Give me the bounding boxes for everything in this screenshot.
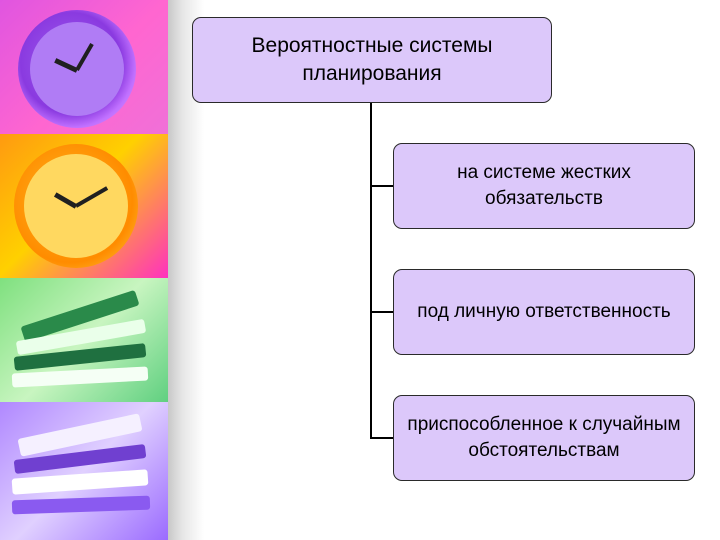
root-node: Вероятностные системы планирования [192, 17, 552, 103]
root-node-label: Вероятностные системы планирования [251, 33, 493, 85]
connector-branch-2 [370, 311, 393, 313]
connector-trunk [370, 103, 372, 438]
child-node-label: под личную ответственность [417, 301, 671, 323]
connector-branch-1 [370, 185, 393, 187]
connector-branch-3 [370, 437, 393, 439]
child-node-3: приспособленное к случайным обстоятельст… [393, 395, 695, 481]
child-node-label: на системе жестких обязательств [457, 162, 631, 209]
child-node-2: под личную ответственность [393, 269, 695, 355]
clock-icon [14, 144, 138, 268]
clock-icon [18, 10, 136, 128]
purple-clock-image [0, 0, 168, 134]
orange-clock-image [0, 134, 168, 278]
purple-books-image [0, 402, 168, 540]
child-node-label: приспособленное к случайным обстоятельст… [407, 414, 681, 461]
child-node-1: на системе жестких обязательств [393, 143, 695, 229]
green-books-image [0, 278, 168, 402]
decorative-image-strip [0, 0, 168, 540]
